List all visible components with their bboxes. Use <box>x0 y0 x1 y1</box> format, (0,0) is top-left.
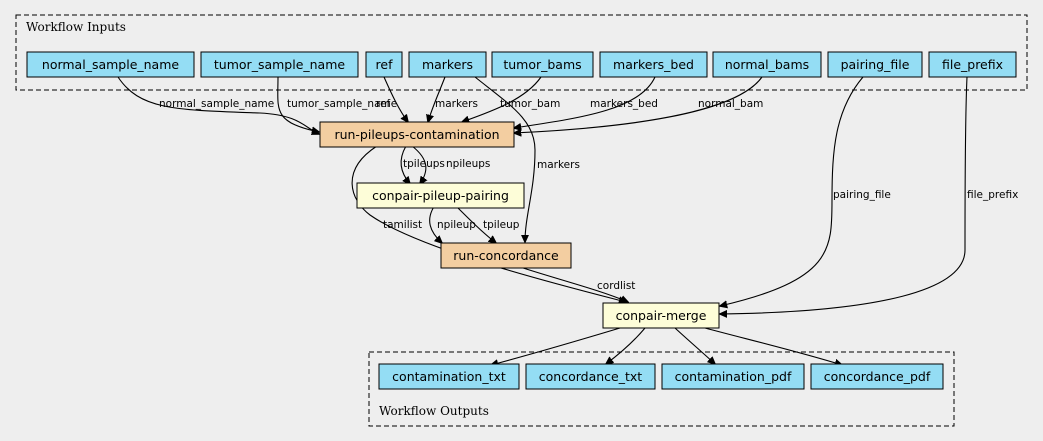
edge-ref <box>383 76 408 122</box>
output-nodes: contamination_txt concordance_txt contam… <box>378 363 944 390</box>
edge-label-npileups: npileups <box>446 158 490 170</box>
edge-label-tamilist: tamilist <box>383 219 422 231</box>
edge-contamination-pdf <box>674 327 715 364</box>
input-node-markers-label: markers <box>422 57 473 72</box>
edge-tumor-bam <box>462 76 542 122</box>
input-node-pairing-file-label: pairing_file <box>841 57 910 72</box>
edge-label-tpileups: tpileups <box>403 158 445 170</box>
output-node-contamination-txt[interactable]: contamination_txt <box>378 363 520 390</box>
edge-markers <box>428 76 446 122</box>
edge-tumor-sample-name <box>277 76 319 132</box>
output-node-concordance-txt[interactable]: concordance_txt <box>525 363 656 390</box>
input-node-markers[interactable]: markers <box>408 51 487 78</box>
edge-concordance-pdf <box>704 327 842 365</box>
edge-label-markers-concordance: markers <box>537 159 580 171</box>
edge-labels: normal_sample_name tumor_sample_name ref… <box>159 98 1018 292</box>
input-node-normal-sample-name-label: normal_sample_name <box>42 57 180 72</box>
input-nodes: normal_sample_name tumor_sample_name ref… <box>26 51 1017 78</box>
input-node-file-prefix-label: file_prefix <box>942 57 1003 72</box>
edge-label-markers: markers <box>435 98 478 110</box>
input-node-ref[interactable]: ref <box>365 51 403 78</box>
step-node-run-pileups-contamination-label: run-pileups-contamination <box>334 127 499 142</box>
edge-label-normal-sample-name: normal_sample_name <box>159 98 274 110</box>
edge-label-markers-bed: markers_bed <box>590 98 658 110</box>
edge-tamilist <box>351 145 626 302</box>
edge-normal-bam <box>514 76 763 133</box>
edge-markers-concordance <box>474 76 536 242</box>
edge-label-tpileup: tpileup <box>483 219 520 231</box>
edge-label-file-prefix: file_prefix <box>967 189 1018 201</box>
input-node-markers-bed-label: markers_bed <box>613 57 694 72</box>
workflow-inputs-cluster: Workflow Inputs <box>15 14 1028 91</box>
edge-markers-bed <box>514 76 656 128</box>
edge-contamination-txt <box>491 327 621 365</box>
step-node-run-pileups-contamination[interactable]: run-pileups-contamination <box>319 121 515 148</box>
edge-label-cordlist: cordlist <box>597 280 635 292</box>
input-node-tumor-sample-name-label: tumor_sample_name <box>214 57 345 72</box>
edge-cordlist <box>519 266 628 302</box>
edges <box>117 76 968 365</box>
step-node-conpair-pileup-pairing-label: conpair-pileup-pairing <box>372 188 509 203</box>
edge-tpileups <box>400 145 410 184</box>
edge-normal-sample-name <box>117 76 319 134</box>
edge-label-tumor-bam: tumor_bam <box>500 98 560 110</box>
edge-concordance-txt <box>606 327 646 364</box>
input-node-normal-bams-label: normal_bams <box>725 57 809 72</box>
input-node-normal-sample-name[interactable]: normal_sample_name <box>26 51 195 78</box>
step-node-conpair-pileup-pairing[interactable]: conpair-pileup-pairing <box>356 182 525 209</box>
output-node-concordance-pdf-label: concordance_pdf <box>824 369 931 384</box>
step-node-run-concordance-label: run-concordance <box>453 248 559 263</box>
edge-npileup <box>429 204 442 243</box>
step-node-run-concordance[interactable]: run-concordance <box>440 242 572 269</box>
step-nodes: run-pileups-contamination conpair-pileup… <box>319 121 720 329</box>
output-node-contamination-pdf[interactable]: contamination_pdf <box>661 363 805 390</box>
input-node-ref-label: ref <box>376 57 394 72</box>
input-node-tumor-sample-name[interactable]: tumor_sample_name <box>200 51 359 78</box>
input-node-file-prefix[interactable]: file_prefix <box>928 51 1017 78</box>
input-node-markers-bed[interactable]: markers_bed <box>599 51 708 78</box>
input-node-tumor-bams-label: tumor_bams <box>503 57 581 72</box>
output-node-contamination-txt-label: contamination_txt <box>392 369 506 384</box>
edge-label-tumor-sample-name: tumor_sample_name <box>287 98 397 110</box>
edge-pairing-file <box>720 76 864 306</box>
workflow-outputs-cluster: Workflow Outputs <box>368 351 955 427</box>
edge-label-ref: ref <box>376 98 391 110</box>
step-node-conpair-merge-label: conpair-merge <box>616 308 707 323</box>
input-node-normal-bams[interactable]: normal_bams <box>712 51 822 78</box>
output-node-concordance-txt-label: concordance_txt <box>539 369 643 384</box>
workflow-outputs-label: Workflow Outputs <box>379 404 489 418</box>
edge-npileups <box>411 145 426 184</box>
input-node-pairing-file[interactable]: pairing_file <box>827 51 923 78</box>
input-node-tumor-bams[interactable]: tumor_bams <box>491 51 594 78</box>
output-node-concordance-pdf[interactable]: concordance_pdf <box>810 363 944 390</box>
edge-label-npileup: npileup <box>437 219 476 231</box>
edge-label-pairing-file: pairing_file <box>833 189 891 201</box>
edge-tpileup <box>454 204 496 243</box>
output-node-contamination-pdf-label: contamination_pdf <box>675 369 792 384</box>
workflow-inputs-label: Workflow Inputs <box>26 20 126 34</box>
step-node-conpair-merge[interactable]: conpair-merge <box>602 302 720 329</box>
edge-label-normal-bam: normal_bam <box>698 98 763 110</box>
edge-file-prefix <box>720 76 968 314</box>
